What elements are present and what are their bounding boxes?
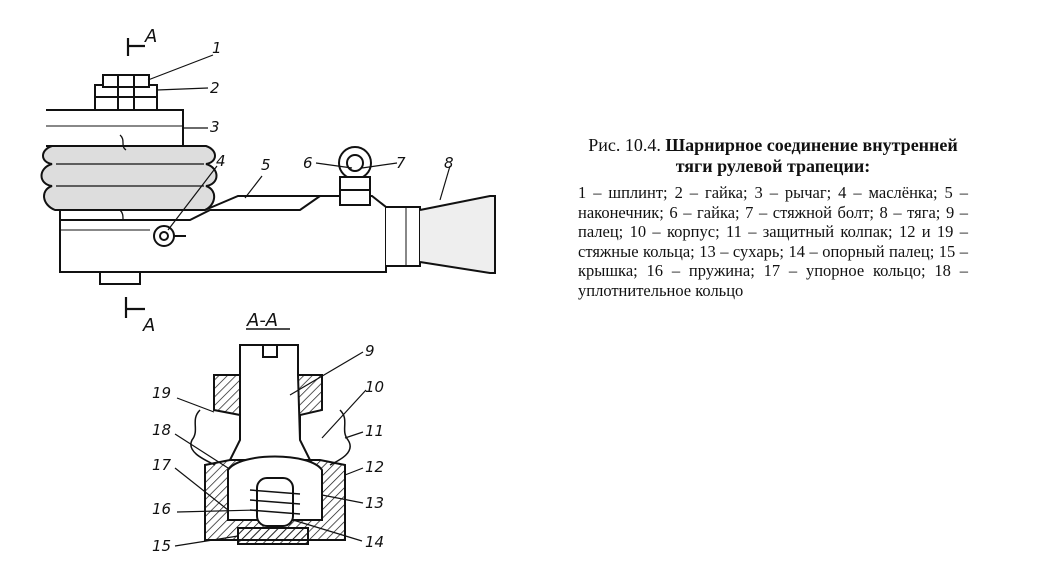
section-mark-top: A — [144, 26, 157, 47]
figure-title: Шарнирное соединение внутренней тяги рул… — [665, 135, 958, 176]
callout-12: 12 — [365, 458, 384, 476]
figure-caption: Рис. 10.4. Шарнирное соединение внутренн… — [578, 135, 968, 300]
callout-1: 1 — [212, 39, 222, 57]
callout-19: 19 — [152, 384, 171, 402]
callout-13: 13 — [365, 494, 384, 512]
top-view — [40, 38, 496, 318]
ball-pin — [228, 344, 312, 461]
callout-6: 6 — [303, 154, 313, 172]
cover — [237, 527, 309, 545]
section-boot — [190, 409, 351, 466]
callout-9: 9 — [365, 342, 375, 360]
caption-heading: Рис. 10.4. Шарнирное соединение внутренн… — [578, 135, 968, 177]
callout-11: 11 — [365, 422, 384, 440]
protective-boot — [40, 134, 218, 227]
callout-14: 14 — [365, 533, 384, 551]
callout-8: 8 — [444, 154, 454, 172]
tie-rod-end — [59, 195, 387, 285]
section-leader-lines — [174, 351, 367, 547]
rod — [386, 195, 496, 274]
clamp-bolt — [338, 146, 372, 206]
callout-5: 5 — [261, 156, 271, 174]
callout-2: 2 — [210, 79, 220, 97]
callout-15: 15 — [152, 537, 171, 555]
top-leader-lines — [147, 54, 451, 231]
callout-7: 7 — [396, 154, 406, 172]
section-mark-bottom: A — [142, 315, 155, 336]
lever — [46, 109, 184, 147]
section-title: A-A — [246, 310, 278, 331]
callout-3: 3 — [210, 118, 220, 136]
spring — [249, 489, 301, 515]
section-view — [190, 344, 351, 545]
figure-legend: 1 – шплинт; 2 – гайка; 3 – рычаг; 4 – ма… — [578, 183, 968, 300]
section-line-a — [124, 38, 145, 318]
figure-number: Рис. 10.4. — [588, 135, 661, 155]
callout-10: 10 — [365, 378, 384, 396]
callout-16: 16 — [152, 500, 171, 518]
callout-17: 17 — [152, 456, 172, 474]
callout-4: 4 — [216, 152, 226, 170]
nut-and-cotter-pin — [94, 74, 158, 114]
callout-18: 18 — [152, 421, 171, 439]
